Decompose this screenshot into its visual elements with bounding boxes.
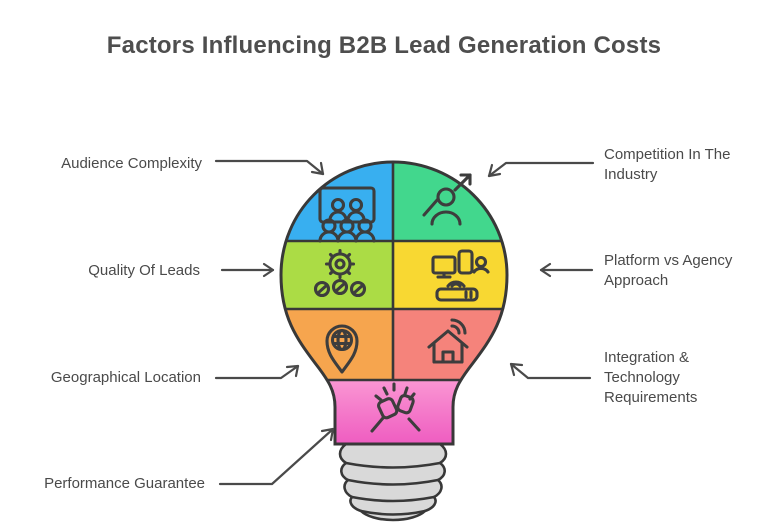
person-growth-arrow-icon [422, 173, 472, 226]
label-integration-technology: Integration & Technology Requirements [604, 349, 698, 406]
bulb-base [338, 442, 448, 522]
globe-location-pin-icon [325, 324, 359, 374]
section-middle-left [281, 241, 393, 309]
arrow-quality-of-leads [220, 262, 275, 278]
bulb-outline [279, 160, 509, 446]
devices-network-icon [431, 249, 490, 302]
arrow-competition-in-industry [487, 161, 595, 178]
label-geographical-location: Geographical Location [50, 369, 201, 386]
bulb-base-ridges [344, 461, 442, 516]
label-quality-of-leads: Quality Of Leads [88, 262, 200, 279]
label-competition-in-industry: Competition In The Industry [604, 146, 731, 183]
arrow-audience-complexity [214, 159, 325, 176]
bulb-base-silhouette [338, 442, 448, 522]
audience-presentation-icon [318, 186, 376, 243]
gear-people-icon [313, 248, 367, 298]
section-middle-right [393, 241, 507, 309]
label-audience-complexity: Audience Complexity [61, 155, 202, 172]
fist-bump-icon [370, 382, 421, 433]
arrow-geographical-location [214, 364, 300, 380]
label-performance-guarantee: Performance Guarantee [44, 475, 205, 492]
arrow-integration-technology [509, 362, 592, 380]
smart-home-wifi-icon [427, 318, 469, 364]
arrow-performance-guarantee [218, 427, 335, 486]
page-title: Factors Influencing B2B Lead Generation … [106, 32, 662, 59]
label-platform-vs-agency: Platform vs Agency Approach [604, 252, 733, 289]
arrow-platform-vs-agency [539, 262, 594, 278]
